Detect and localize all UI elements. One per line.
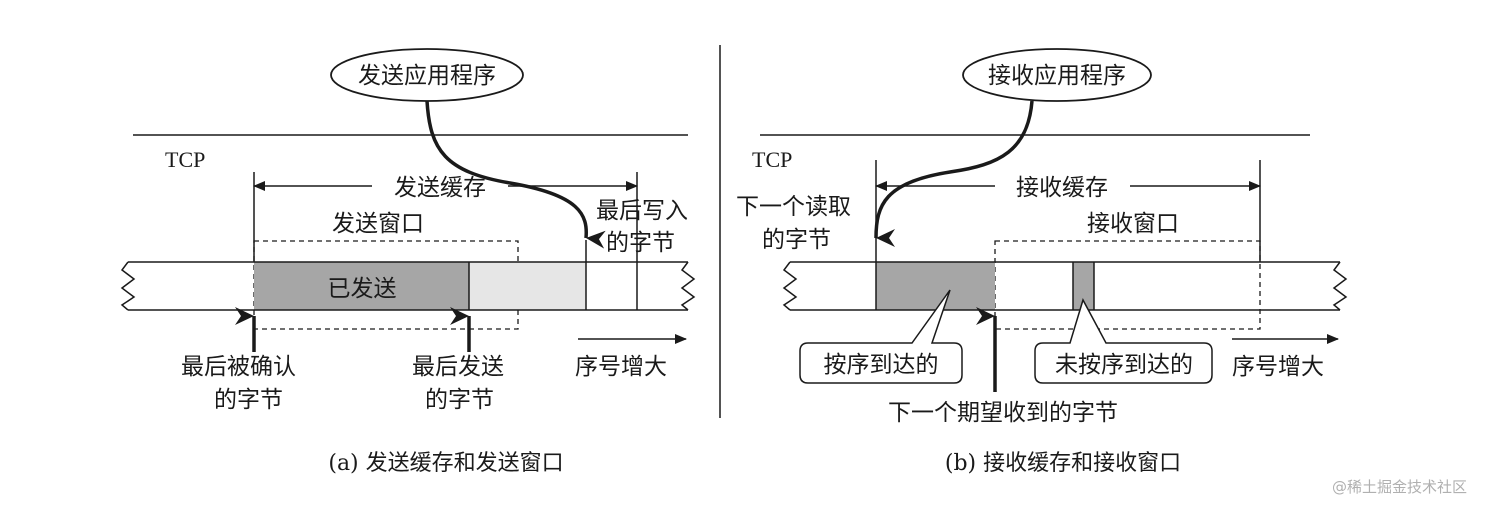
- sent-region: [254, 262, 469, 310]
- next-read-label-2: 的字节: [762, 227, 831, 253]
- receive-app-label: 接收应用程序: [988, 63, 1126, 89]
- next-expected-label: 下一个期望收到的字节: [888, 400, 1118, 426]
- last-written-label: 最后写入: [596, 198, 688, 224]
- receive-app-ellipse: [962, 48, 1152, 102]
- unsent-region: [469, 262, 586, 310]
- out-of-order-label: 未按序到达的: [1055, 352, 1193, 378]
- strip-break-right: [680, 261, 696, 311]
- seq-increase-label: 序号增大: [1232, 354, 1324, 380]
- last-acked-label-2: 的字节: [214, 387, 283, 413]
- caption-b: (b) 接收缓存和接收窗口: [945, 451, 1181, 476]
- receive-buffer-label: 接收缓存: [1016, 175, 1108, 201]
- seq-increase-label: 序号增大: [575, 354, 667, 380]
- in-order-region: [876, 262, 995, 310]
- sent-label: 已发送: [328, 276, 397, 302]
- last-acked-label: 最后被确认: [181, 354, 296, 380]
- last-sent-label: 最后发送: [412, 354, 504, 380]
- strip-break-left: [120, 261, 136, 311]
- send-buffer-label: 发送缓存: [394, 175, 486, 201]
- last-sent-label-2: 的字节: [425, 387, 494, 413]
- in-order-label: 按序到达的: [824, 352, 939, 378]
- receive-side: TCP 接收应用程序 接收缓存 下一个读取 的字节 接收窗口 按序到达的 未按序…: [736, 48, 1348, 476]
- write-arrow: [425, 100, 606, 249]
- send-side: TCP 发送应用程序 发送缓存 最后写入 的字节 发送窗口 已发送 最后被确认 …: [120, 48, 696, 476]
- out-of-order-callout: [1034, 298, 1213, 384]
- out-of-order-region: [1073, 262, 1094, 310]
- send-app-label: 发送应用程序: [358, 63, 496, 89]
- tcp-label: TCP: [165, 147, 205, 172]
- receive-window-label: 接收窗口: [1087, 211, 1179, 237]
- tcp-label: TCP: [752, 147, 792, 172]
- next-read-label: 下一个读取: [736, 194, 851, 220]
- caption-a: (a) 发送缓存和发送窗口: [328, 451, 563, 476]
- strip-break-right: [1332, 261, 1348, 311]
- in-order-callout: [799, 289, 963, 384]
- strip-break-left: [782, 261, 798, 311]
- watermark: @稀土掘金技术社区: [1332, 478, 1467, 496]
- read-arrow: [874, 100, 1034, 248]
- last-written-label-2: 的字节: [606, 230, 675, 256]
- send-window-label: 发送窗口: [332, 211, 424, 237]
- receive-window-box: [994, 240, 1261, 330]
